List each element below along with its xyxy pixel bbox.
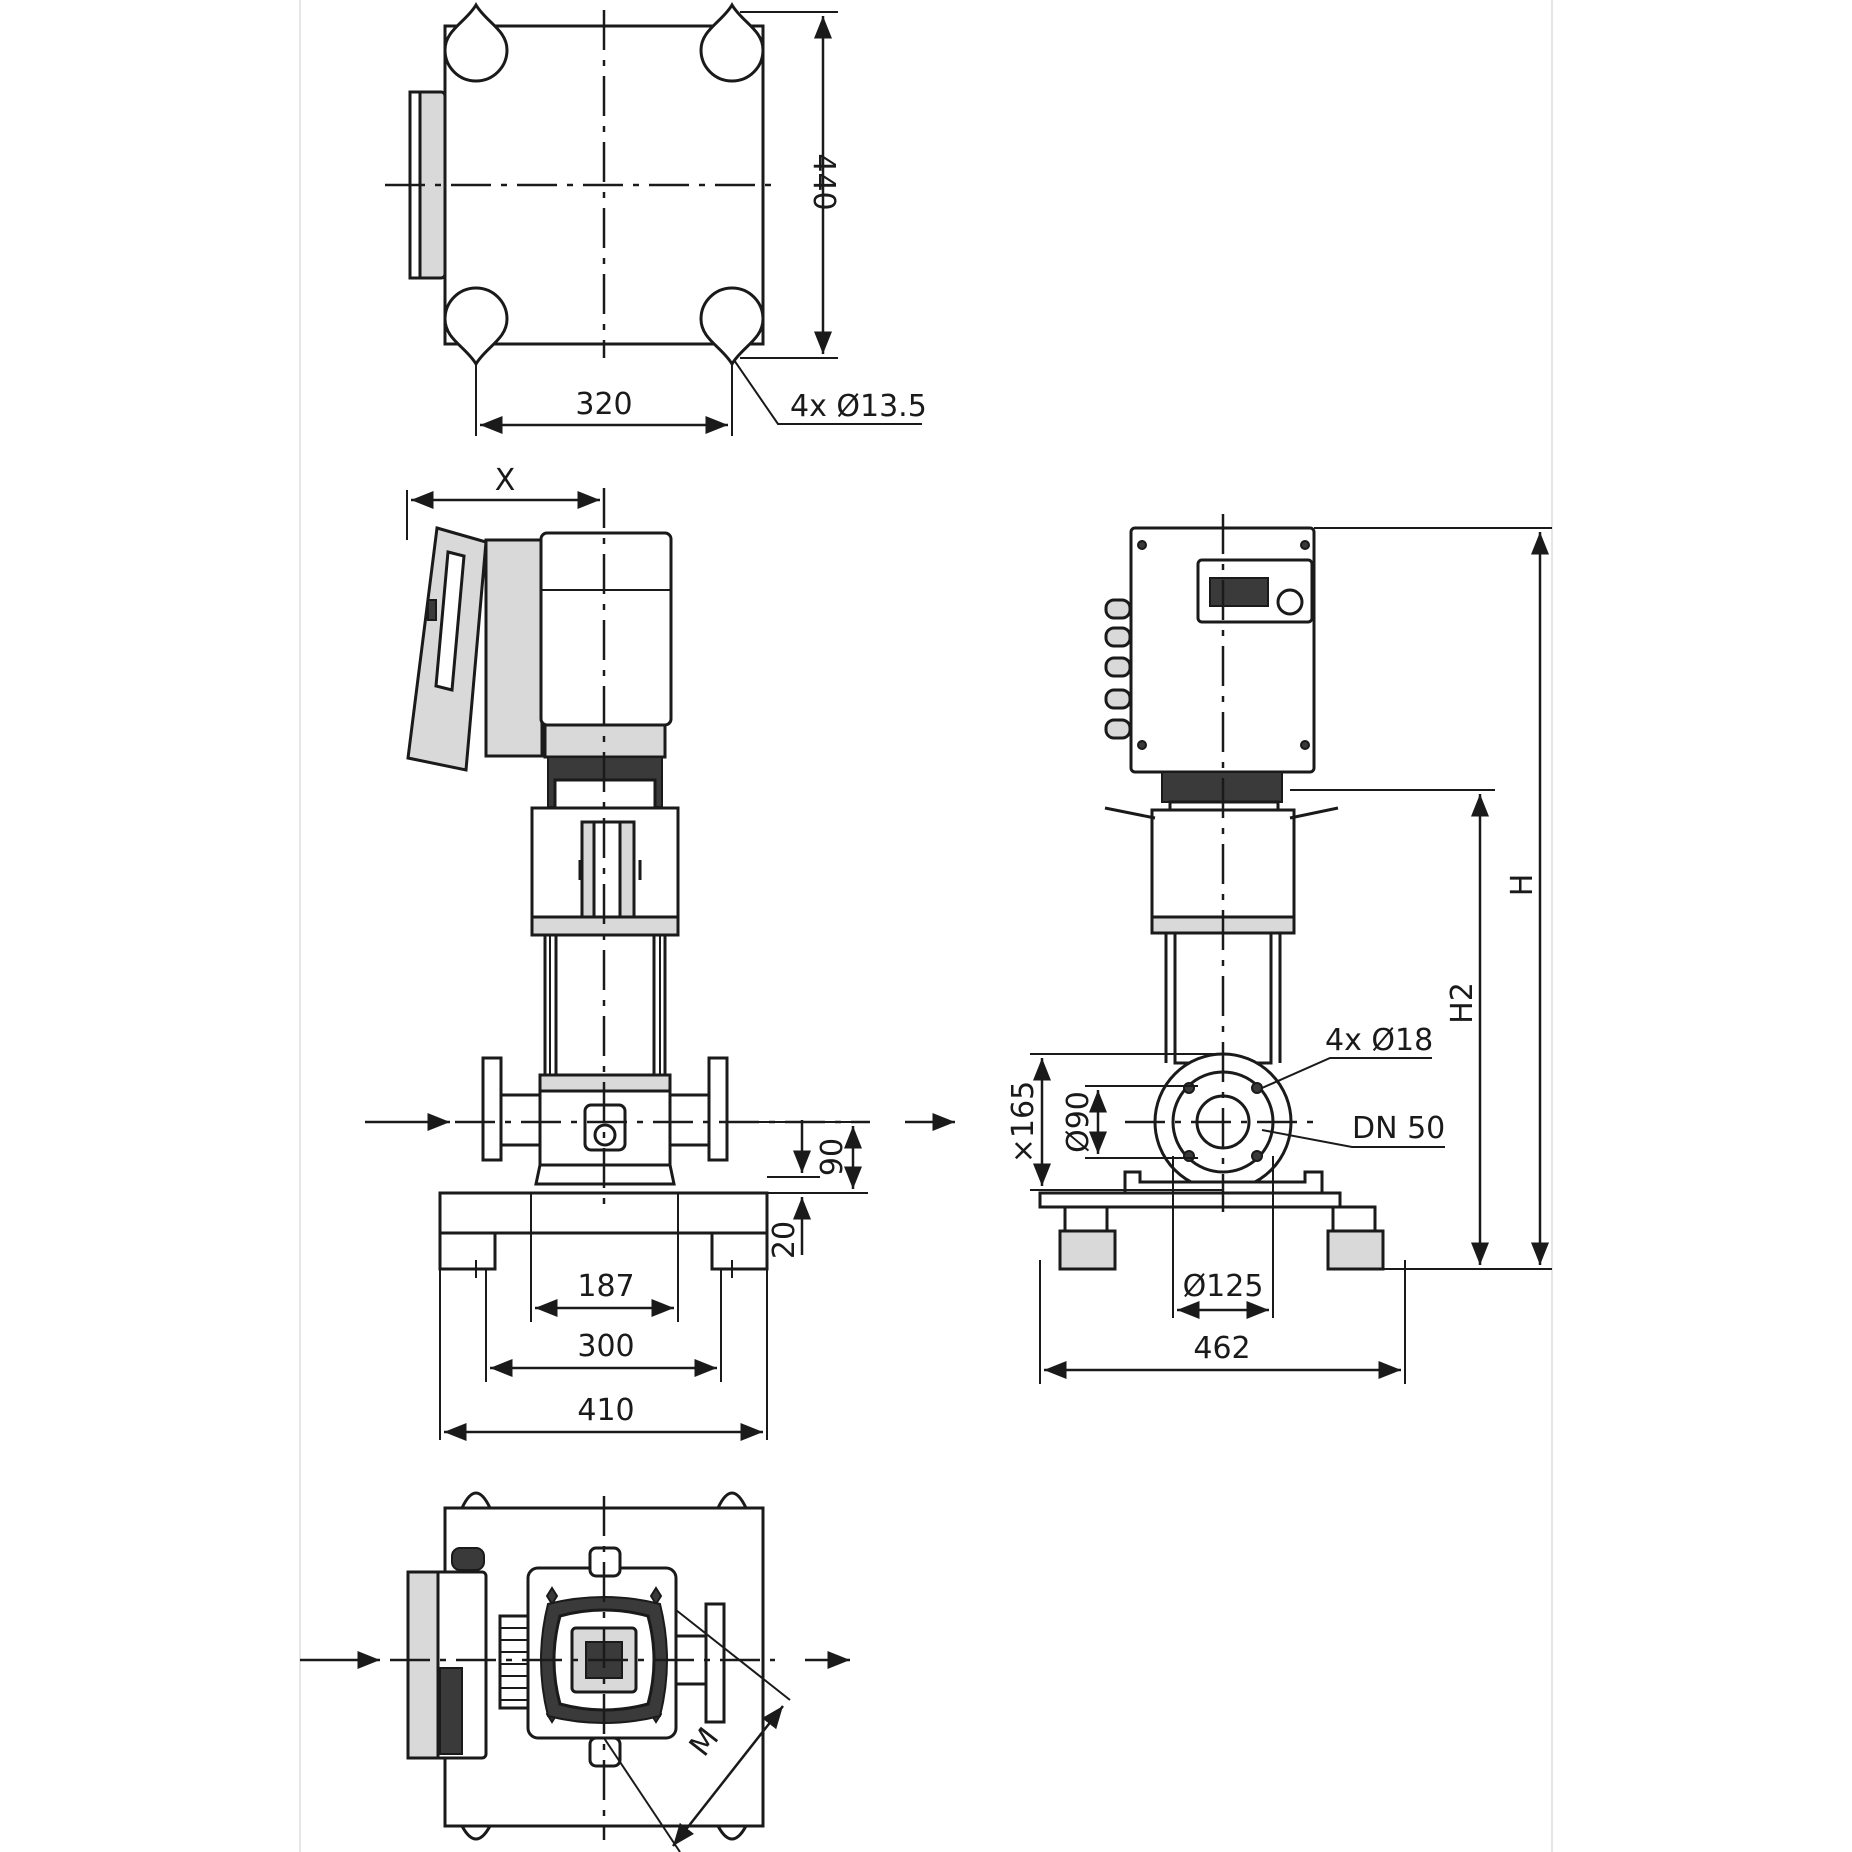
side-screw-4: [1300, 740, 1310, 750]
side-lever-left: [1104, 806, 1156, 820]
dim-440-label: 440: [806, 153, 841, 210]
plan-slot-br: [715, 1824, 749, 1841]
hole-callout-label: 4x Ø13.5: [790, 389, 927, 424]
plan-outlet-flange: [704, 1602, 726, 1724]
top-view: 440 320 4x Ø13.5: [385, 2, 927, 436]
dim-320-label: 320: [575, 387, 632, 422]
base-foot-left: [438, 1231, 497, 1271]
mounting-slot-br: [699, 286, 765, 367]
side-view: H H2 4x Ø18 DN 50 ×165 Ø90 Ø125 462: [1006, 514, 1552, 1384]
dim-20-label: 20: [767, 1221, 802, 1259]
dn50-leader: [1261, 1129, 1445, 1148]
side-flange-hole-4: [1251, 1150, 1263, 1162]
front-view: X: [365, 463, 955, 1441]
side-lever-right: [1289, 806, 1339, 820]
side-flange-hole-2: [1251, 1082, 1263, 1094]
plan-slot-tr: [715, 1491, 749, 1510]
dim-410-label: 410: [577, 1393, 634, 1428]
plan-slot-bl: [459, 1824, 493, 1841]
lantern-shaft: [592, 820, 622, 919]
mounting-slot-tr: [699, 2, 765, 83]
side-base-frame: [1038, 1191, 1342, 1209]
motor-adapter: [484, 538, 544, 758]
plan-cable-gland: [451, 1547, 485, 1571]
side-screw-1: [1137, 540, 1147, 550]
outlet-flange: [707, 1056, 729, 1162]
flange-holes-leader: [1261, 1057, 1432, 1089]
flange-holes-label: 4x Ø18: [1325, 1023, 1433, 1058]
dn50-label: DN 50: [1352, 1111, 1445, 1146]
dim-h-label: H: [1505, 874, 1540, 897]
side-display-knob: [1276, 588, 1304, 616]
hole-callout-leader: [733, 359, 922, 425]
control-box: [406, 526, 488, 772]
dim-462-label: 462: [1193, 1331, 1250, 1366]
dim-m-ext-2: [603, 1737, 681, 1852]
side-base-foot-left: [1063, 1205, 1109, 1233]
base-foot-right: [710, 1231, 769, 1271]
dim-90d-label: Ø90: [1061, 1091, 1096, 1153]
dim-m-line: [672, 1705, 784, 1847]
side-antivib-left: [1058, 1229, 1117, 1271]
motor-housing: [539, 531, 673, 727]
side-screw-3: [1137, 740, 1147, 750]
dim-300-label: 300: [577, 1329, 634, 1364]
side-cable-glands: [1104, 598, 1132, 740]
side-display-screen: [1209, 577, 1269, 607]
plan-control-box-panel: [439, 1667, 463, 1755]
side-flange-hole-3: [1183, 1150, 1195, 1162]
outlet-pipe: [668, 1093, 711, 1147]
side-base-foot-right: [1331, 1205, 1377, 1233]
dim-h2-label: H2: [1445, 982, 1480, 1024]
inlet-flange: [481, 1056, 503, 1162]
dim-165-label: ×165: [1006, 1081, 1041, 1163]
dim-90-label: 90: [815, 1138, 850, 1176]
side-screw-2: [1300, 540, 1310, 550]
inlet-pipe: [499, 1093, 542, 1147]
dim-x-label: X: [495, 463, 516, 498]
mounting-slot-bl: [443, 286, 509, 367]
dim-125-label: Ø125: [1183, 1269, 1264, 1304]
bottom-plan-view: M: [300, 1491, 850, 1852]
plan-control-box-side: [406, 1570, 440, 1760]
dim-187-label: 187: [577, 1269, 634, 1304]
dim-m-ext-1: [675, 1609, 791, 1701]
mounting-slot-tl: [443, 2, 509, 83]
plan-slot-tl: [459, 1491, 493, 1510]
side-antivib-right: [1326, 1229, 1385, 1271]
side-flange-hole-1: [1183, 1082, 1195, 1094]
